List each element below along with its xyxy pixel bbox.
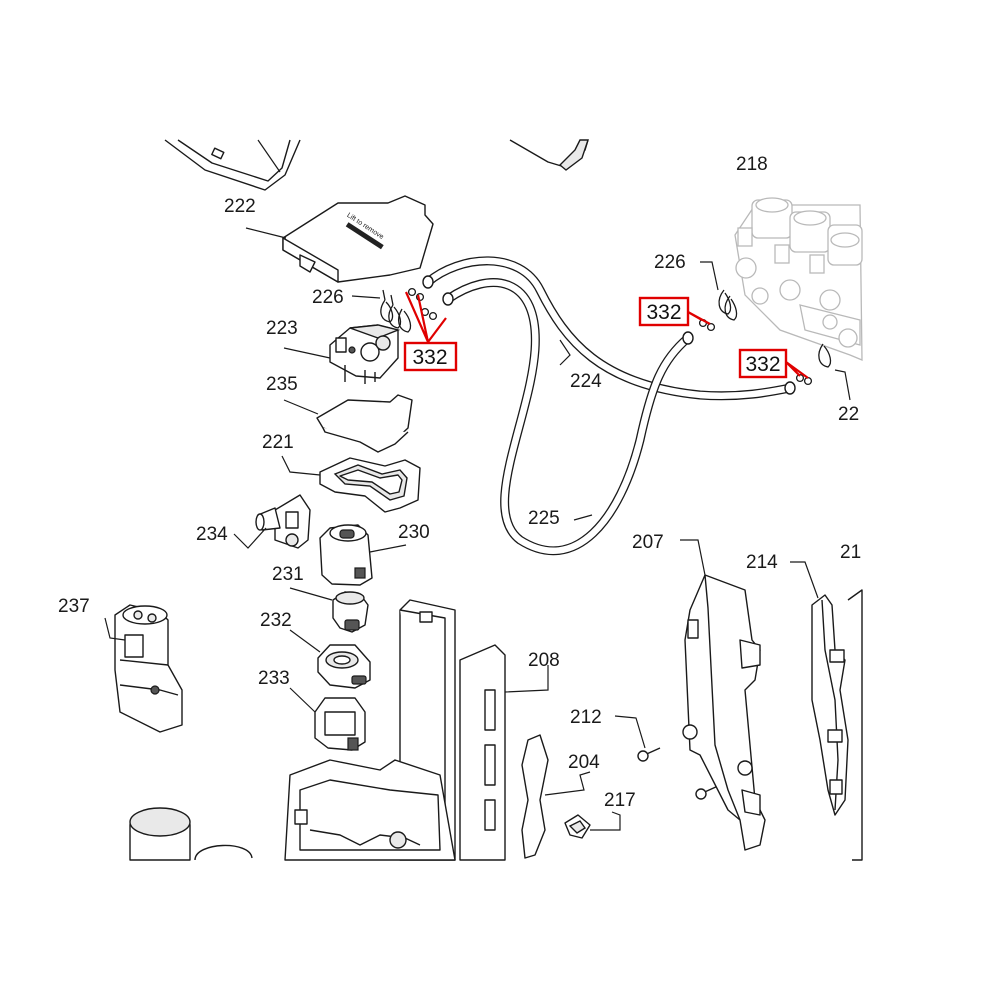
part-226-clips-left <box>380 289 412 333</box>
part-224-225-tubes <box>407 256 813 556</box>
part-bottom-left-cylinders <box>129 807 253 861</box>
callout-212: 212 <box>570 707 602 728</box>
callout-237: 237 <box>58 596 90 617</box>
callout-232: 232 <box>260 610 292 631</box>
callout-230: 230 <box>398 522 430 543</box>
part-214-rail <box>811 594 849 816</box>
part-217-clip <box>564 814 591 839</box>
highlight-332-left: 332 <box>403 291 458 372</box>
part-207-rail <box>682 574 766 851</box>
callout-214: 214 <box>746 552 778 573</box>
callout-207: 207 <box>632 532 664 553</box>
part-235-gasket <box>316 394 413 453</box>
part-main-frame <box>284 599 506 861</box>
part-230-outlet <box>319 524 373 586</box>
part-204-spring <box>521 734 549 859</box>
callout-332-left: 332 <box>412 346 447 369</box>
part-233-holder <box>314 697 366 751</box>
callout-208: 208 <box>528 650 560 671</box>
highlight-332-top-right: 332 <box>638 296 711 327</box>
callout-204: 204 <box>568 752 600 773</box>
callout-234: 234 <box>196 524 228 545</box>
part-237-valve-assembly <box>114 604 183 733</box>
callout-218: 218 <box>736 154 768 175</box>
callout-224: 224 <box>570 371 602 392</box>
part-231-nozzle <box>332 591 369 633</box>
callout-226-left: 226 <box>312 287 344 308</box>
callout-22x: 22 <box>838 404 859 425</box>
callout-231: 231 <box>272 564 304 585</box>
callout-223: 223 <box>266 318 298 339</box>
callout-225: 225 <box>528 508 560 529</box>
callout-235: 235 <box>266 374 298 395</box>
callout-222: 222 <box>224 196 256 217</box>
part-223-valve <box>329 324 401 384</box>
leader-lines <box>104 227 851 831</box>
callout-21x: 21 <box>840 542 861 563</box>
part-212-screws <box>637 747 719 800</box>
part-234-spout <box>255 494 311 549</box>
part-top-left-frame <box>164 139 301 191</box>
part-top-center-housing <box>509 139 589 171</box>
highlight-332-right: 332 <box>738 348 809 379</box>
callout-332-right: 332 <box>745 353 780 376</box>
callout-numbers: 218 222 226 226 223 235 221 224 225 234 … <box>58 154 861 811</box>
part-226-clips-right <box>718 289 832 368</box>
callout-233: 233 <box>258 668 290 689</box>
callout-226-right: 226 <box>654 252 686 273</box>
part-221-seal-frame <box>319 457 421 513</box>
callout-217: 217 <box>604 790 636 811</box>
part-218-solenoid-block <box>734 197 863 361</box>
callout-221: 221 <box>262 432 294 453</box>
part-21x-rail-cut <box>847 589 863 861</box>
part-222-cover: Lift to remove <box>282 195 434 283</box>
part-232-ring <box>317 644 371 689</box>
callout-332-top-right: 332 <box>646 301 681 324</box>
